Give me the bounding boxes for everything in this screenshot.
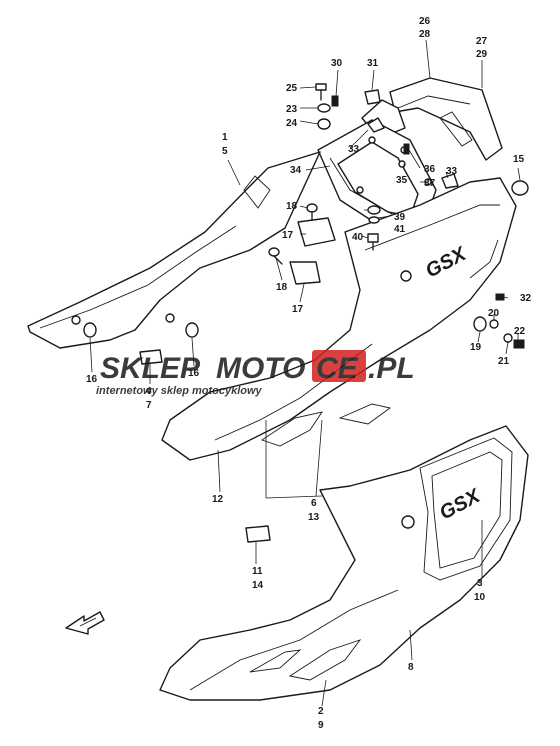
callout-2: 2 xyxy=(318,706,324,717)
callout-11: 11 xyxy=(252,566,263,577)
fasteners xyxy=(83,83,529,543)
callout-13: 13 xyxy=(308,512,320,523)
shop-watermark: SKLEP MOTO CE .PL internetowy sklep moto… xyxy=(96,350,415,397)
callout-23: 23 xyxy=(286,104,298,115)
callout-9: 9 xyxy=(318,720,324,731)
callout-34: 34 xyxy=(290,165,302,176)
callout-1: 1 xyxy=(222,132,228,143)
left-side-cover xyxy=(27,151,321,349)
callout-19: 19 xyxy=(470,342,482,353)
lower-tail-cowl: GSX xyxy=(159,425,529,701)
watermark-brand-part3: CE xyxy=(316,352,359,385)
callout-17-lower: 17 xyxy=(292,304,304,315)
watermark-red-box xyxy=(312,350,366,382)
callout-32: 32 xyxy=(520,293,532,304)
callout-3: 3 xyxy=(477,578,483,589)
watermark-brand-part4: .PL xyxy=(368,352,415,385)
callout-8: 8 xyxy=(408,662,414,673)
watermark-brand-part1: SKLEP xyxy=(100,352,201,385)
watermark-tagline: internetowy sklep motocyklowy xyxy=(96,385,263,397)
leader-lines xyxy=(89,39,521,707)
callout-21: 21 xyxy=(498,356,510,367)
callout-5: 5 xyxy=(222,146,228,157)
callout-6: 6 xyxy=(311,498,317,509)
callout-28: 28 xyxy=(419,29,431,40)
callout-33-upper: 33 xyxy=(348,144,360,155)
callout-22: 22 xyxy=(514,326,526,337)
callout-40: 40 xyxy=(352,232,364,243)
callout-4: 4 xyxy=(146,386,152,397)
callout-14: 14 xyxy=(252,580,264,591)
callout-39: 39 xyxy=(394,212,406,223)
callout-16-right: 16 xyxy=(188,368,200,379)
callout-31: 31 xyxy=(367,58,379,69)
front-direction-arrow-icon xyxy=(65,611,105,635)
callout-18-lower: 18 xyxy=(276,282,288,293)
callout-35: 35 xyxy=(396,175,408,186)
callout-24: 24 xyxy=(286,118,298,129)
callout-10: 10 xyxy=(474,592,486,603)
callout-17-upper: 17 xyxy=(282,230,294,241)
upper-tail-cowl: GSX xyxy=(161,177,517,461)
callout-29: 29 xyxy=(476,49,488,60)
callout-27: 27 xyxy=(476,36,488,47)
callout-37: 37 xyxy=(424,178,436,189)
callout-41: 41 xyxy=(394,224,406,235)
callout-7: 7 xyxy=(146,400,152,411)
callout-labels: 1 5 26 28 27 29 30 31 25 23 24 33 34 33 … xyxy=(86,16,532,731)
callout-36: 36 xyxy=(424,164,436,175)
callout-33-right: 33 xyxy=(446,166,458,177)
callout-18-upper: 18 xyxy=(286,201,298,212)
callout-26: 26 xyxy=(419,16,431,27)
callout-25: 25 xyxy=(286,83,298,94)
callout-20: 20 xyxy=(488,308,500,319)
watermark-brand-part2: MOTO xyxy=(216,352,305,385)
callout-16-left: 16 xyxy=(86,374,98,385)
callout-30: 30 xyxy=(331,58,343,69)
callout-12: 12 xyxy=(212,494,224,505)
callout-15: 15 xyxy=(513,154,525,165)
